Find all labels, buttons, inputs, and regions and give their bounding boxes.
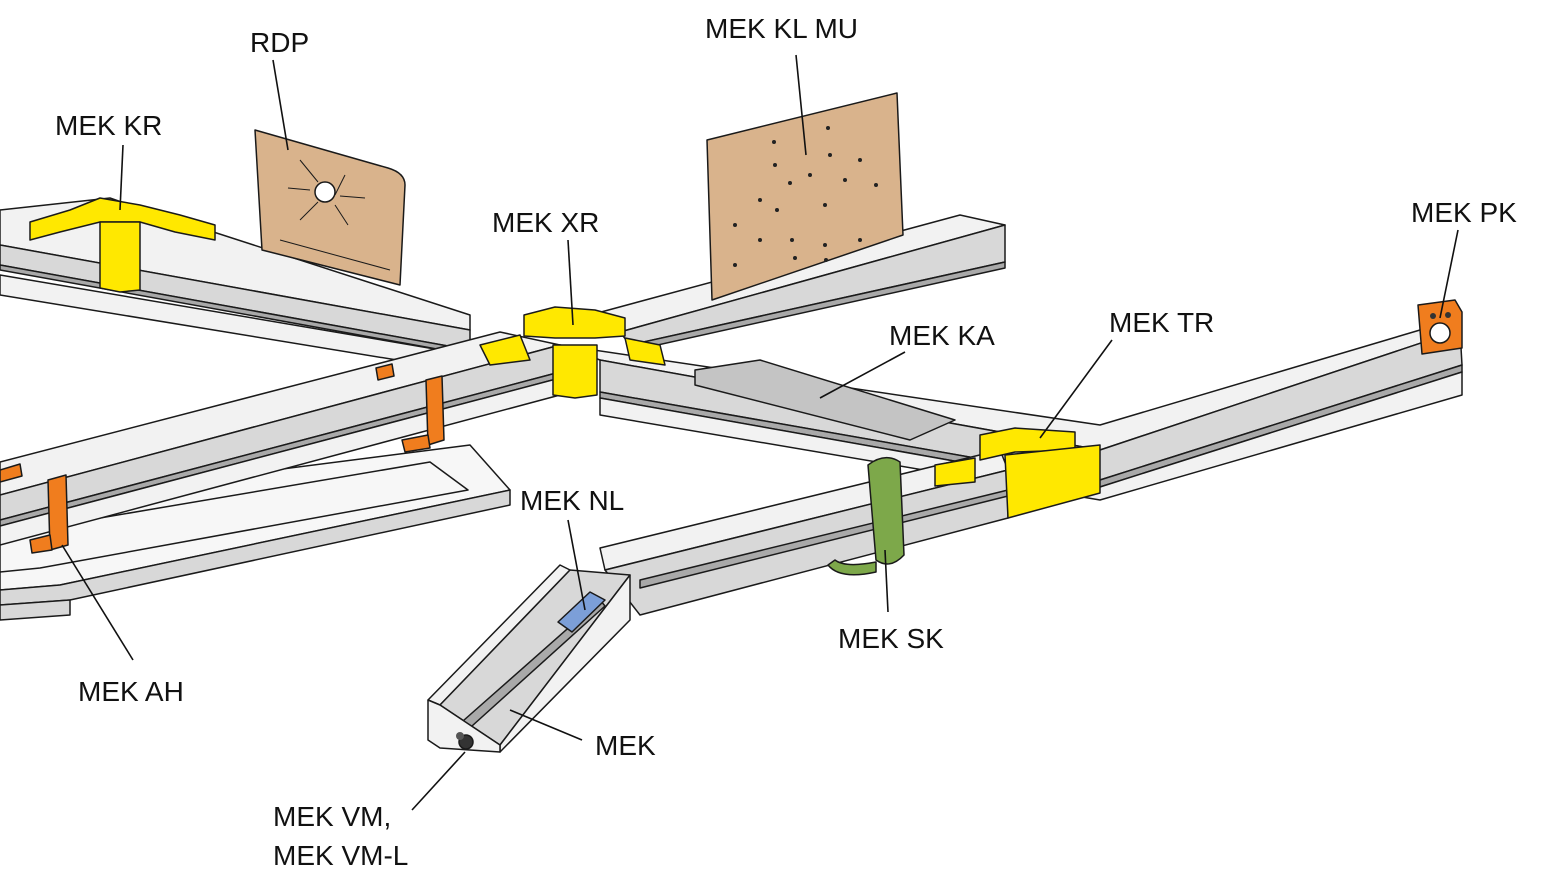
rail-mek-segment <box>427 564 631 753</box>
floor-tray <box>0 444 511 621</box>
label-mek-kl-mu: MEK KL MU <box>705 13 858 44</box>
rail-left-long <box>0 331 561 546</box>
label-mek-pk: MEK PK <box>1411 197 1517 228</box>
label-mek-vm: MEK VM, <box>273 801 391 832</box>
mek-sk-part <box>827 456 905 576</box>
mek-kl-mu-part <box>706 92 904 301</box>
mek-vm-bolt <box>456 732 474 750</box>
label-mek-nl: MEK NL <box>520 485 624 516</box>
mek-tr-part <box>934 427 1101 519</box>
label-mek-tr: MEK TR <box>1109 307 1214 338</box>
labels: RDP MEK KL MU MEK KR MEK XR MEK PK MEK K… <box>55 13 1517 871</box>
label-mek-xr: MEK XR <box>492 207 599 238</box>
label-rdp: RDP <box>250 27 309 58</box>
mek-xr-part <box>479 306 666 399</box>
label-mek-kr: MEK KR <box>55 110 162 141</box>
label-mek-ah: MEK AH <box>78 676 184 707</box>
mek-kr-part <box>29 197 216 293</box>
mek-pk-part <box>1417 299 1463 355</box>
label-mek-vm-l: MEK VM-L <box>273 840 408 871</box>
mek-ah-part <box>0 363 445 554</box>
label-mek-ka: MEK KA <box>889 320 995 351</box>
leader-lines <box>61 54 1459 811</box>
rdp-part <box>254 129 406 286</box>
label-mek-sk: MEK SK <box>838 623 944 654</box>
mek-nl-part <box>557 591 606 633</box>
mek-ka-part <box>694 359 956 441</box>
label-mek: MEK <box>595 730 656 761</box>
